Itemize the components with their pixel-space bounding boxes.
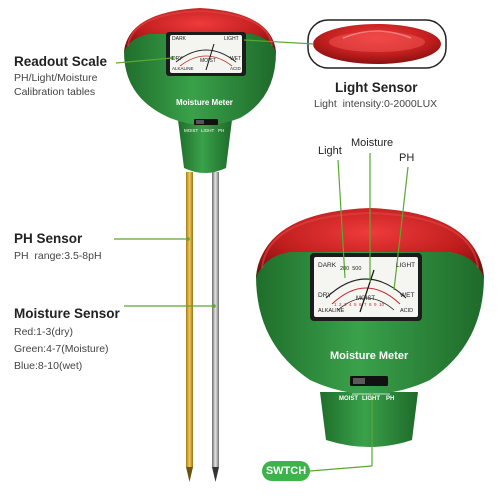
moisture-pointer-label: Moisture [351,137,394,149]
large-dial-wet: WET [400,292,415,299]
large-dial-dry: DRY [318,292,332,299]
small-dial-light: LIGHT [224,36,239,42]
small-dial-acid: ACID [230,66,241,71]
readout-scale-title: Readout Scale [14,54,108,69]
large-switch-moist: MOIST [339,396,358,402]
large-dial-scale-numbers: 1 2 3 4 5 6 7 8 9 10 [334,302,385,307]
small-switch-moist: MOIST [184,128,199,133]
large-meter-dial-face [314,257,418,317]
switch-badge: SWTCH [262,461,310,481]
light-sensor-zoom [307,19,447,69]
large-dial-moist: MOIST [356,296,375,302]
ph-pointer-line [393,166,409,291]
ph-probe-tip [186,467,193,482]
large-dial-dark: DARK [318,262,337,269]
small-dial-alkaline: ALKALINE [172,66,194,71]
large-dial-light: LIGHT [396,262,416,269]
light-pointer-line [337,159,346,279]
large-switch-light: LIGHT [362,396,380,402]
small-meter [124,8,276,482]
light-sensor-title: Light Sensor [335,80,418,95]
moisture-probe-tip [212,467,219,482]
ph-probe-gold [186,172,193,467]
small-dial-moist: MOIST [200,58,216,64]
ph-pointer-label: PH [399,152,415,164]
ph-sensor-detail: PH range:3.5-8pH [14,250,102,262]
large-switch-ph: PH [386,396,395,402]
large-meter-neck [320,392,418,447]
light-sensor-link [243,39,315,45]
moisture-sensor-title: Moisture Sensor [14,306,120,321]
small-meter-dial-face [170,35,242,73]
small-switch-light: LIGHT [201,128,215,133]
small-meter-name: Moisture Meter [176,98,233,107]
small-meter-neck [178,120,232,173]
light-pointer-label: Light [318,145,342,157]
moisture-sensor-line-3: Blue:8-10(wet) [14,360,83,372]
small-dial-dry: DRY [172,56,183,62]
small-dial-dark: DARK [172,36,186,42]
moisture-sensor-line-1: Red:1-3(dry) [14,326,73,338]
moisture-sensor-line-2: Green:4-7(Moisture) [14,343,109,355]
small-dial-wet: WET [230,56,242,62]
callout-lines [114,39,409,472]
readout-scale-line-2: Calibration tables [14,86,96,98]
small-switch-ph: PH [218,128,225,133]
ph-sensor-title: PH Sensor [14,231,83,246]
large-dial-alkaline: ALKALINE [318,308,345,314]
readout-scale-line-1: PH/Light/Moisture [14,72,98,84]
readout-scale-line [115,57,173,64]
large-dial-scale-top: 200 500 [340,266,362,272]
large-meter-name: Moisture Meter [330,350,409,362]
moisture-probe-silver [212,172,219,467]
large-dial-acid: ACID [400,308,414,314]
light-sensor-detail: Light intensity:0-2000LUX [314,98,438,110]
small-meter-cap [124,8,276,52]
